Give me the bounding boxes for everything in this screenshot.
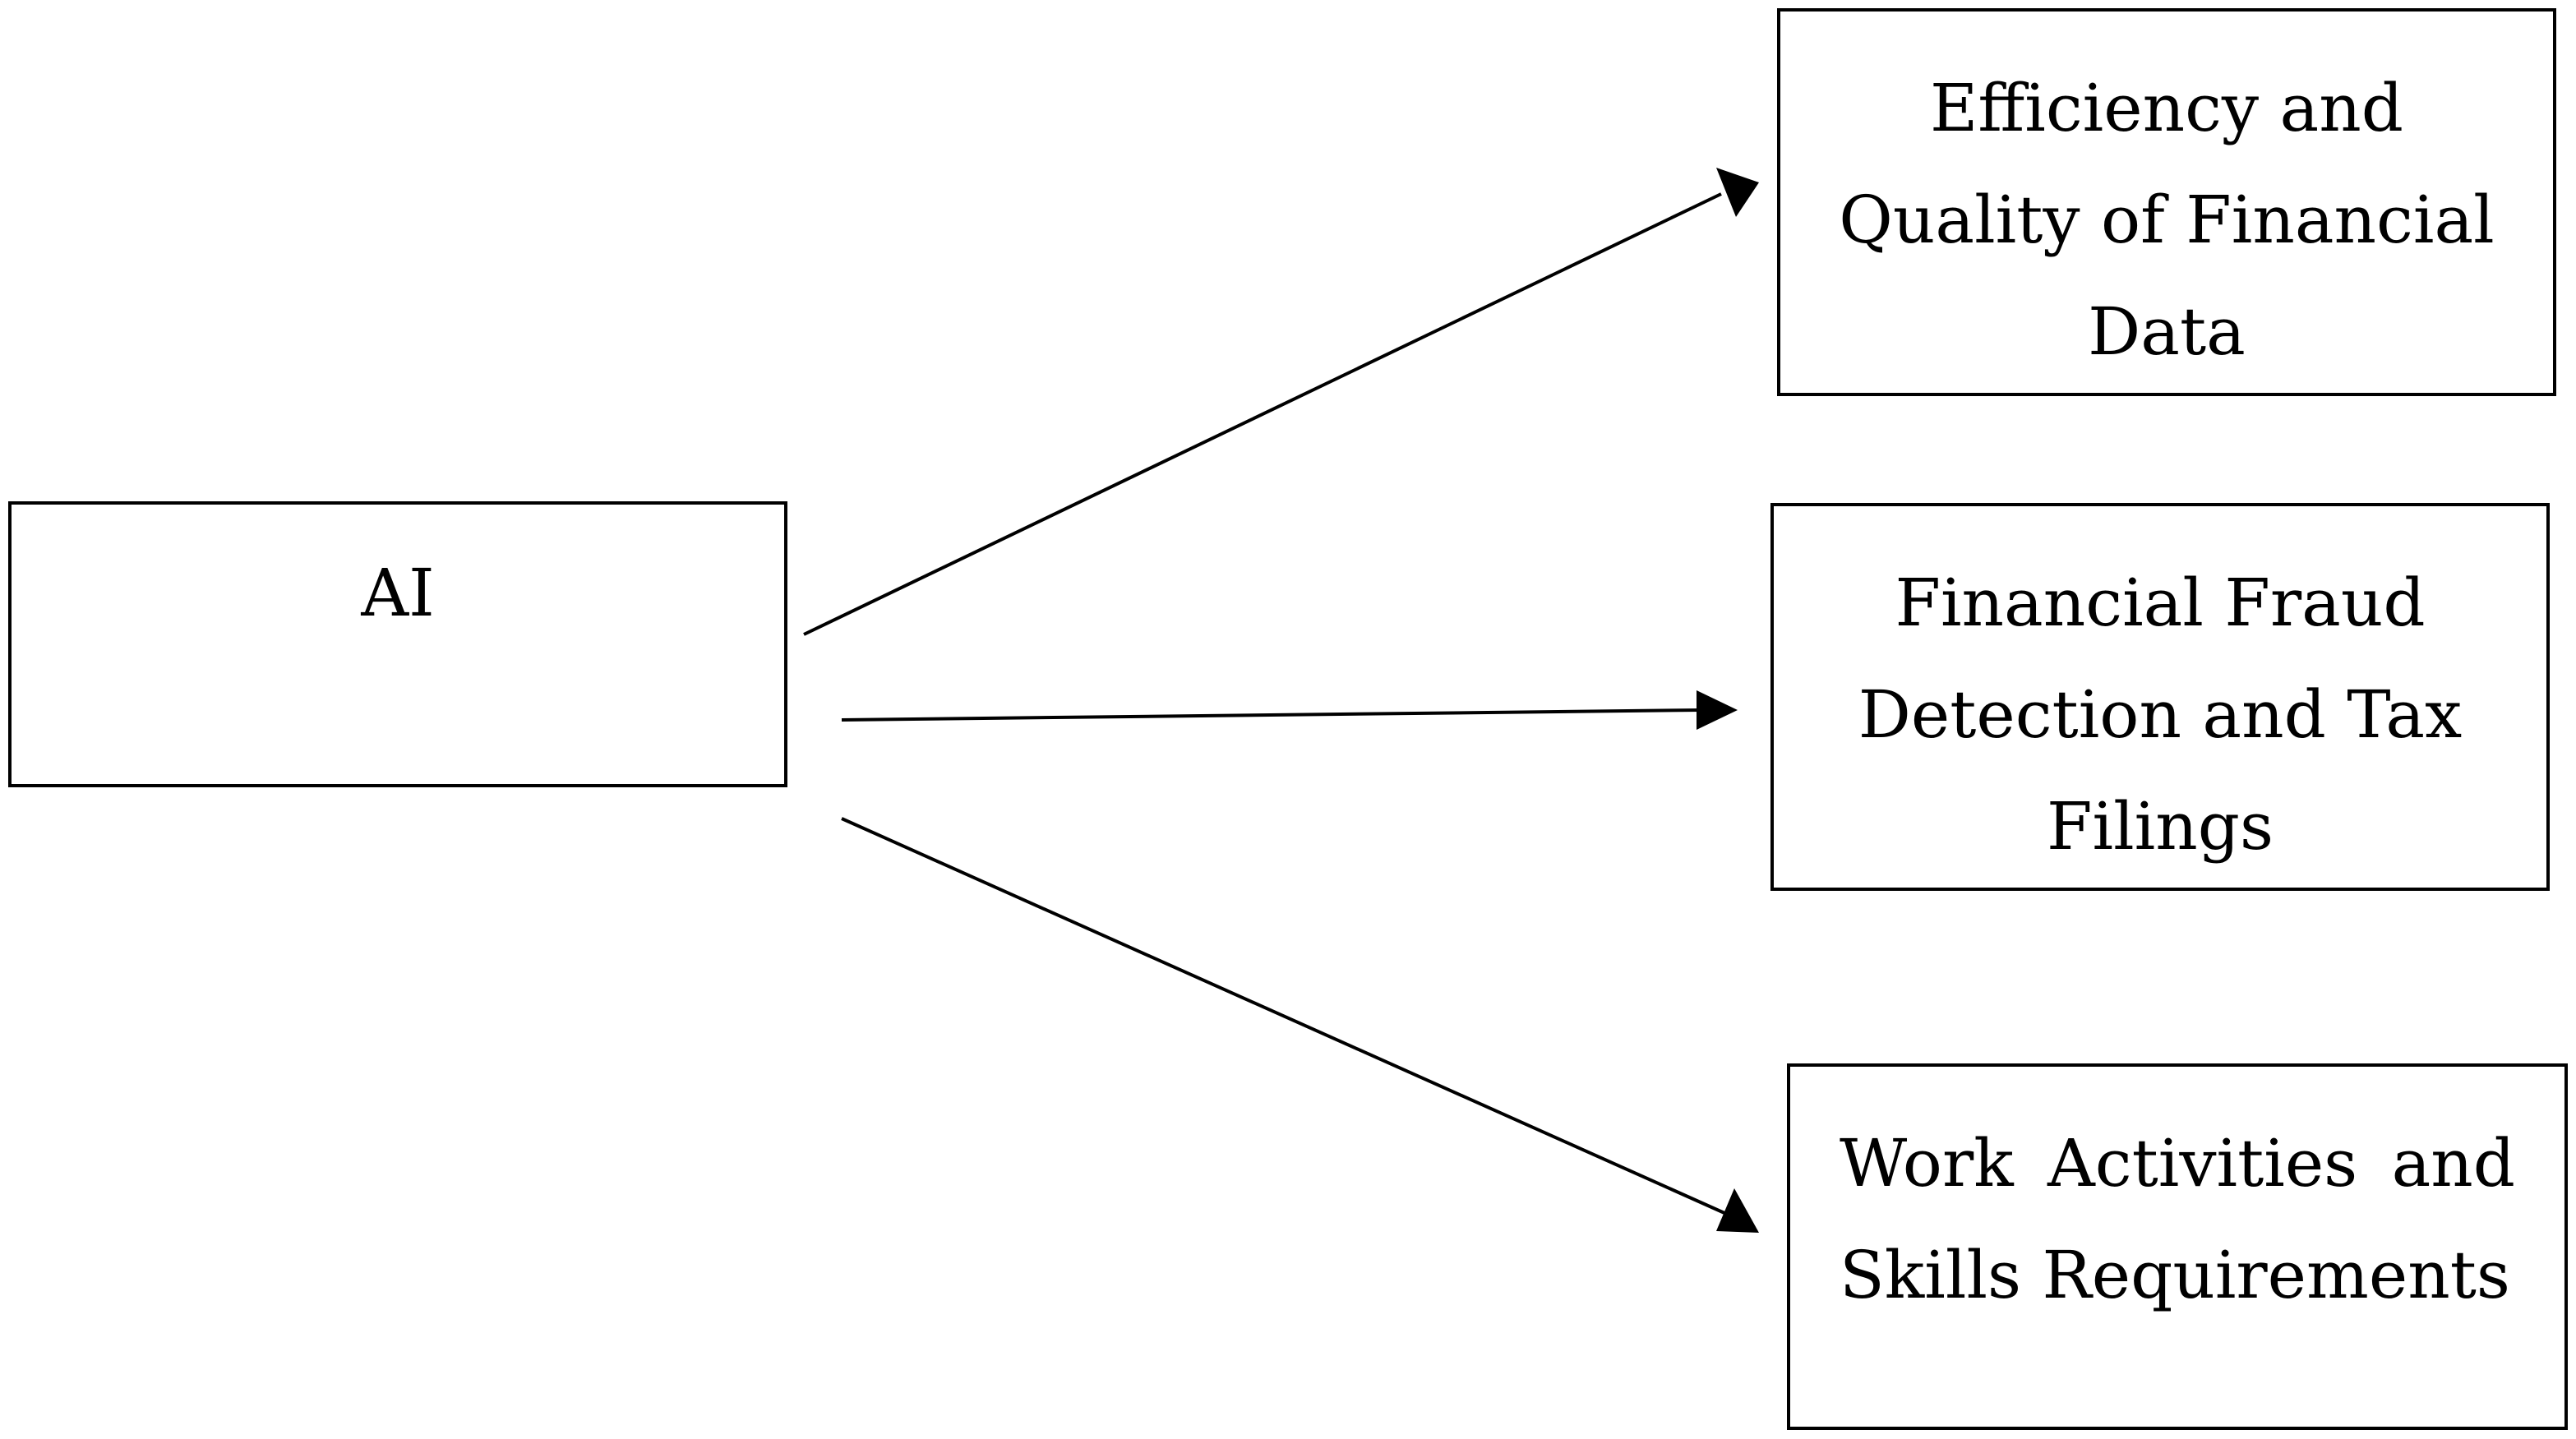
source-label: AI [361, 555, 435, 631]
source-box-ai: AI [8, 501, 787, 787]
target-box-fraud-detection: Financial Fraud Detection and Tax Filing… [1770, 503, 2550, 891]
target-label-work-activities: Work Activities and Skills Requirements [1840, 1108, 2515, 1331]
target-label-work-line2: Skills Requirements [1840, 1237, 2510, 1313]
target-label-fraud-detection: Financial Fraud Detection and Tax Filing… [1858, 565, 2463, 865]
target-box-work-activities: Work Activities and Skills Requirements [1787, 1063, 2568, 1430]
arrow-to-work [841, 817, 1759, 1233]
arrowhead-work [1716, 1188, 1759, 1233]
target-box-efficiency-quality: Efficiency and Quality of Financial Data [1777, 8, 2556, 396]
arrow-to-efficiency [803, 168, 1759, 636]
arrowhead-fraud [1697, 690, 1738, 730]
arrow-to-fraud [841, 690, 1738, 730]
arrowhead-efficiency [1716, 168, 1759, 217]
target-label-work-line1: Work Activities and [1840, 1125, 2515, 1201]
target-label-efficiency-quality: Efficiency and Quality of Financial Data [1839, 70, 2495, 370]
